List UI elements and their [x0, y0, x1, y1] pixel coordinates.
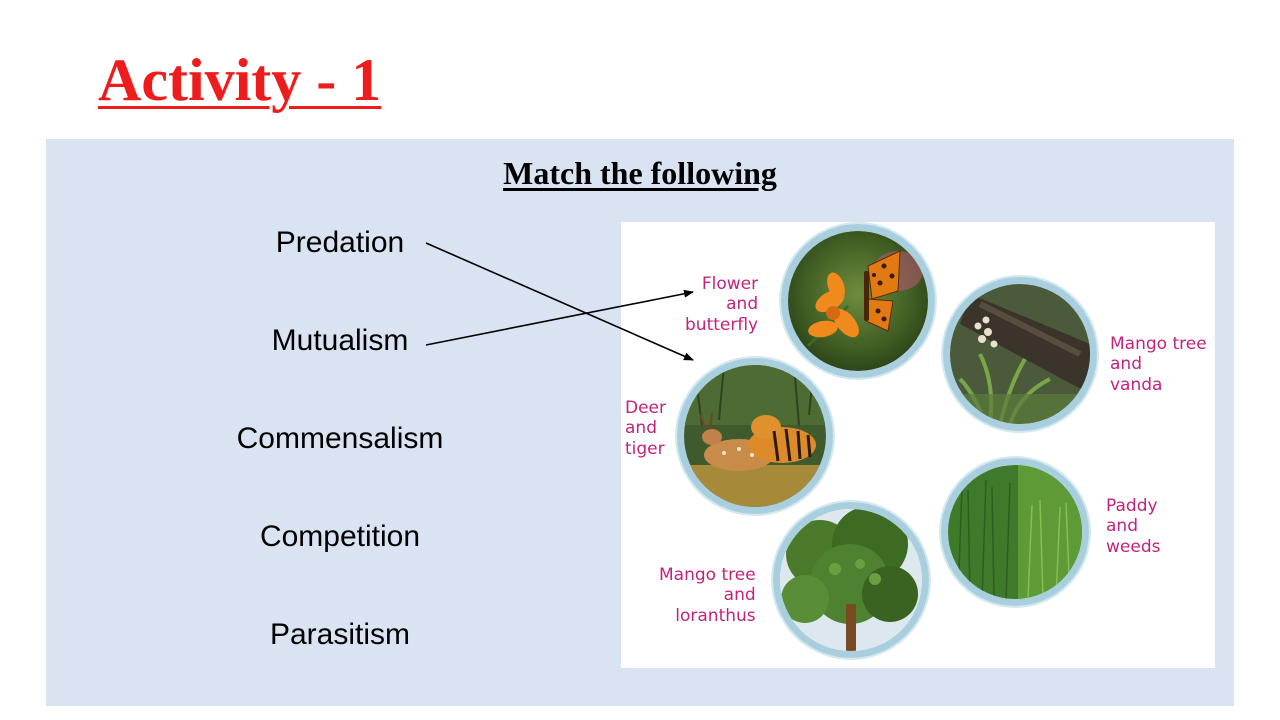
slide-title: Activity - 1: [98, 47, 382, 113]
panel-heading: Match the following: [503, 155, 777, 191]
term-predation: Predation: [275, 226, 405, 259]
mango-loranthus-photo: [773, 502, 929, 658]
label-flower-butterfly: Flower and butterfly: [685, 274, 759, 335]
flower-butterfly-photo: [781, 224, 935, 378]
label-paddy-weeds: Paddy and weeds: [1106, 496, 1161, 557]
term-mutualism: Mutualism: [271, 324, 409, 357]
mango-vanda-photo: [943, 277, 1097, 431]
label-mango-vanda: Mango tree and vanda: [1110, 334, 1207, 395]
paddy-weeds-photo: [941, 458, 1089, 606]
term-commensalism: Commensalism: [236, 422, 444, 455]
deer-tiger-photo: [677, 358, 833, 514]
term-competition: Competition: [259, 520, 421, 553]
label-deer-tiger: Deer and tiger: [625, 398, 666, 459]
interactions-picture: Flower and butterfly Mango tree and: [621, 222, 1215, 668]
label-mango-loranthus: Mango tree and loranthus: [659, 565, 756, 626]
term-parasitism: Parasitism: [269, 618, 411, 651]
